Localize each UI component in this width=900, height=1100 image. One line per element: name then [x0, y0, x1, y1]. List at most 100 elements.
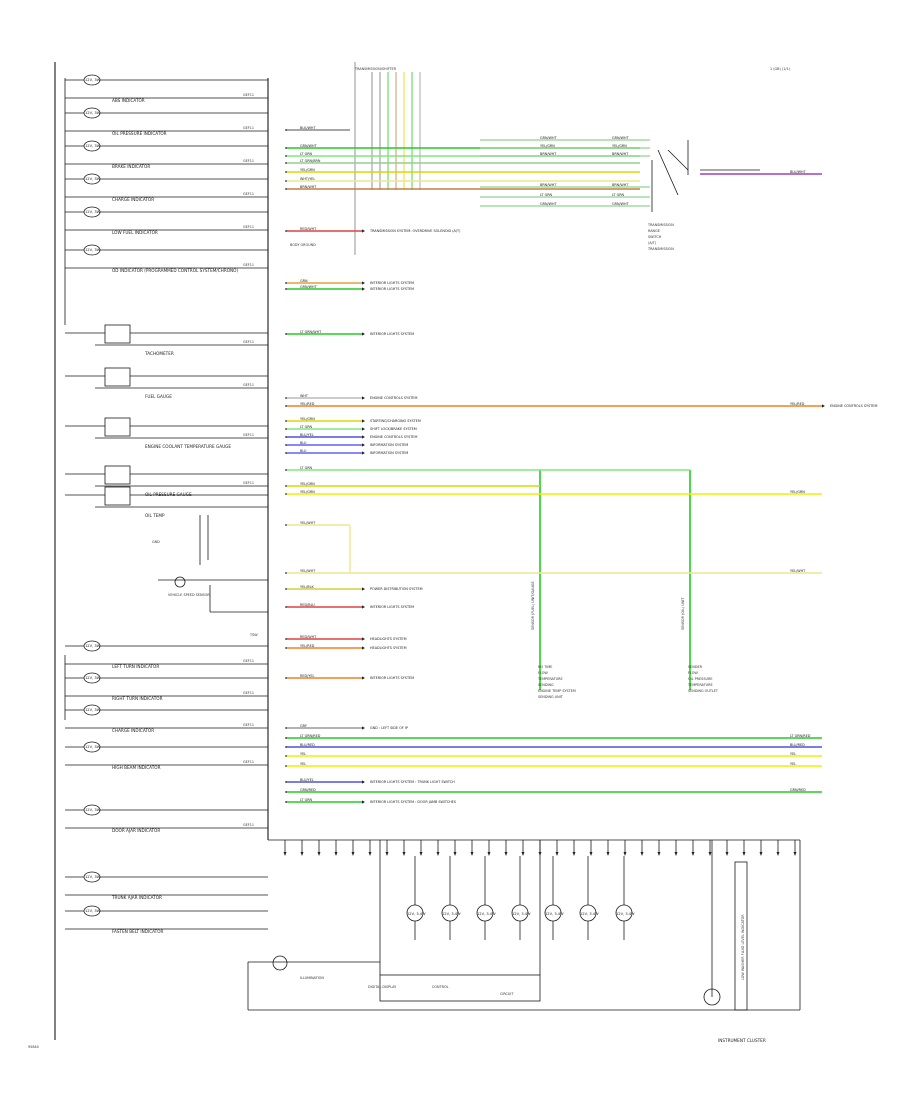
wire-pin-dot — [285, 129, 287, 131]
gauge-symbol — [104, 417, 131, 437]
transmission-switch-symbol — [651, 140, 760, 212]
wire-color-label: GRN/WHT — [300, 285, 318, 289]
connector-tick-arrow — [453, 852, 457, 856]
wire-arrow — [362, 587, 365, 591]
wire-color-label: BLU/RED — [300, 743, 315, 747]
control-label: CONTROL — [432, 985, 449, 989]
wire-arrow — [362, 435, 365, 439]
indicator-bulb-rating: 12V, 3W — [85, 111, 101, 115]
wire-color-label: GRN/WHT — [300, 144, 318, 148]
wire-color-label: YEL — [300, 752, 306, 756]
gauge-connector-id: GEF11 — [243, 383, 254, 387]
connector-tick-arrow — [555, 852, 559, 856]
wire-pin-dot — [285, 606, 287, 608]
connector-tick-arrow — [606, 852, 610, 856]
trans-caption-1: TRANSMISSION — [647, 223, 674, 227]
wire-pin-dot — [285, 524, 287, 526]
indicator-label: ABS INDICATOR — [112, 98, 145, 103]
gauge-label: FUEL GAUGE — [145, 394, 172, 399]
connector-tick-arrow — [521, 852, 525, 856]
trans-wire-label-left: LT GRN — [540, 193, 553, 197]
wire-pin-dot — [285, 397, 287, 399]
right-end-label-0: YEL/RED — [790, 402, 805, 406]
bottom-bulb-3: 12V, 3.4W — [511, 856, 531, 940]
illumination-bulb-icon — [272, 955, 288, 971]
wire-pin-dot — [285, 230, 287, 232]
wire-color-label: RED/WHT — [300, 227, 317, 231]
wire-color-label: GRN — [300, 279, 308, 283]
wire-destination-label: INTERIOR LIGHTS SYSTEM — [370, 332, 414, 336]
connector-tick-arrow — [368, 852, 372, 856]
wire-arrow — [362, 451, 365, 455]
wire-color-label: LT GRN/WHT — [300, 330, 322, 334]
wire-pin-dot — [285, 727, 287, 729]
indicator-connector-id: GEF11 — [243, 192, 254, 196]
indicator-bulb-rating: 12V, 3W — [85, 144, 101, 148]
bulb-rating: 12V, 3.4W — [407, 912, 426, 916]
indicator-bulb-rating: 12V, 3W — [85, 644, 101, 648]
wire-arrow — [362, 637, 365, 641]
bottom-bulb-0: 12V, 3.4W — [406, 856, 426, 940]
sensor-block-line: FLOW — [688, 671, 698, 675]
wire-color-label: BLK/WHT — [300, 126, 316, 130]
connector-tick-arrow — [725, 852, 729, 856]
wire-color-label: RED/WHT — [300, 635, 317, 639]
trans-wire-label-right: YEL/GRN — [612, 144, 627, 148]
gauge-symbol — [104, 367, 131, 387]
wire-destination-label: INFORMATION SYSTEM — [370, 443, 408, 447]
wire-color-label: GRN/RED — [300, 788, 316, 792]
right-end-label-7: GRN/RED — [790, 788, 806, 792]
body-ground-label: BODY GROUND — [290, 243, 316, 247]
connector-tick-arrow — [708, 852, 712, 856]
wire-color-label: YEL/GRN — [300, 168, 315, 172]
vehicle-speed-sensor-symbol — [158, 576, 268, 613]
right-end-label-2: YEL/WHT — [790, 569, 806, 573]
wire-arrow — [362, 419, 365, 423]
low-washer-label: LOW WASHER FLUID LEVEL INDICATOR — [741, 914, 745, 980]
indicator-connector-id: GEF11 — [243, 93, 254, 97]
wire-color-label: LT GRN — [300, 798, 313, 802]
indicator-label: OIL PRESSURE INDICATOR — [112, 131, 167, 136]
indicator-connector-id: GEF11 — [243, 659, 254, 663]
connector-tick-arrow — [334, 852, 338, 856]
trans-switch-caption: TRANSMISSION RANGE SWITCH (A/T) TRANSMIS… — [647, 223, 674, 251]
wire-pin-dot — [285, 781, 287, 783]
wire-pin-dot — [285, 171, 287, 173]
right-end-label-4: BLU/RED — [790, 743, 805, 747]
wire-color-label: LT GRN — [300, 152, 313, 156]
wire-pin-dot — [285, 288, 287, 290]
wire-arrow — [362, 281, 365, 285]
connector-tick-arrow — [793, 852, 797, 856]
wire-destination-label: INTERIOR LIGHTS SYSTEM : DOOR JAMB SWITC… — [370, 800, 456, 804]
wire-4: YEL/GRN — [285, 168, 640, 173]
sensor-block-line: SENDING OUTLET — [688, 689, 719, 693]
wire-pin-dot — [285, 162, 287, 164]
sensor-block-title: SENSOR (OIL) UNIT — [681, 597, 685, 630]
wire-pin-dot — [285, 801, 287, 803]
indicator-label: RIGHT TURN INDICATOR — [112, 696, 163, 701]
wire-35: LT GRN INTERIOR LIGHTS SYSTEM : DOOR JAMB… — [285, 798, 456, 804]
indicator-label: CHARGE INDICATOR — [112, 197, 154, 202]
wire-pin-dot — [285, 485, 287, 487]
wire-5: WHT/YEL — [285, 177, 640, 182]
connector-tick-arrow — [742, 852, 746, 856]
trans-caption-3: SWITCH — [648, 235, 662, 239]
wire-pin-dot — [285, 677, 287, 679]
